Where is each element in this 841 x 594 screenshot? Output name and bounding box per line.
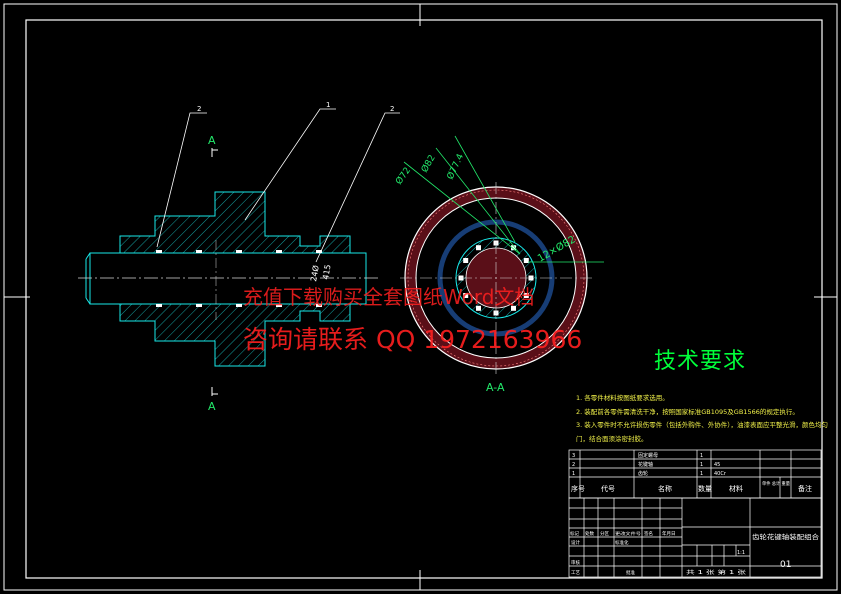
svg-text:1: 1 [700, 453, 703, 459]
svg-text:名称: 名称 [658, 484, 672, 493]
svg-text:2: 2 [572, 462, 575, 468]
svg-text:签名: 签名 [644, 530, 653, 537]
shaft-dim-a: 24Ø [308, 264, 321, 282]
svg-text:1: 1 [572, 471, 575, 477]
spline-tooth [463, 293, 469, 298]
scale-value: 1:1 [737, 550, 745, 556]
shaft-assembly-view [78, 108, 400, 396]
svg-text:备注: 备注 [798, 484, 812, 493]
svg-text:批准: 批准 [626, 569, 635, 576]
svg-text:设计: 设计 [571, 539, 580, 546]
spline-tooth [511, 245, 516, 251]
spline-tooth [476, 305, 481, 311]
hub-lower-section [119, 303, 351, 367]
svg-text:1: 1 [700, 462, 703, 468]
svg-text:处数: 处数 [585, 530, 594, 537]
dim-d72: Ø72 [393, 165, 413, 187]
svg-text:1: 1 [700, 471, 703, 477]
svg-text:年月日: 年月日 [662, 530, 676, 537]
tech-line: 1. 各零件材料按图纸要求选用。 [576, 394, 669, 402]
svg-text:固定螺母: 固定螺母 [638, 452, 658, 459]
sheet-info: 共 1 张 第 1 张 [686, 569, 746, 576]
callout-1: 1 [326, 101, 330, 109]
callout-2-left: 2 [197, 105, 201, 113]
svg-text:3: 3 [572, 453, 575, 459]
svg-text:分区: 分区 [600, 530, 609, 537]
hub-upper-section [119, 191, 351, 254]
tech-line: 3. 装入零件时不允许损伤零件（包括外购件、外协件），油漆表面应平整光滑，颜色均… [576, 421, 829, 429]
svg-text:序号: 序号 [571, 484, 585, 493]
title-block-text: 3 固定螺母 1 2 花键轴 1 45 1 齿轮 1 40Cr 序号 代号 名称… [570, 452, 820, 576]
svg-text:工艺: 工艺 [571, 570, 580, 576]
svg-text:更改文件号: 更改文件号 [615, 530, 641, 536]
svg-text:花键轴: 花键轴 [638, 461, 653, 468]
spline-tooth [523, 293, 529, 298]
spline-tooth [523, 258, 529, 263]
svg-text:数量: 数量 [698, 484, 712, 493]
drawing-number: 01 [780, 560, 791, 570]
callout-2-right: 2 [390, 105, 394, 113]
svg-text:齿轮: 齿轮 [638, 470, 648, 477]
section-view-label: A-A [486, 381, 505, 394]
shaft-dim-b: 415 [321, 264, 333, 281]
svg-text:标准化: 标准化 [615, 539, 629, 546]
spline-tooth [476, 245, 481, 251]
spline-tooth [511, 305, 516, 311]
tech-line: 门，结合面须涂密封胶。 [576, 434, 648, 443]
spline-tooth [463, 258, 469, 263]
section-view-aa [400, 135, 604, 374]
dim-d82: Ø82 [419, 153, 438, 175]
tech-requirements-list: 1. 各零件材料按图纸要求选用。 2. 装配前各零件需清洗干净，按照国家标准GB… [576, 392, 829, 446]
title-block [568, 449, 822, 578]
svg-text:45: 45 [714, 462, 720, 468]
dim-d77: Ø77.4 [445, 152, 467, 181]
svg-text:标记: 标记 [570, 530, 579, 537]
svg-text:单件 总计 重量: 单件 总计 重量 [762, 480, 790, 487]
section-mark-top: A [208, 134, 216, 147]
tech-line: 2. 装配前各零件需清洗干净，按照国家标准GB1095及GB1566的规定执行。 [576, 407, 799, 416]
tech-requirements-title: 技术要求 [654, 349, 747, 374]
svg-text:材料: 材料 [729, 484, 743, 493]
svg-text:40Cr: 40Cr [714, 471, 727, 477]
drawing-frame [3, 3, 838, 591]
section-mark-bottom: A [208, 400, 216, 413]
svg-text:审核: 审核 [571, 559, 580, 566]
svg-text:代号: 代号 [601, 484, 615, 493]
drawing-name: 齿轮花键轴装配组合 [752, 532, 820, 541]
